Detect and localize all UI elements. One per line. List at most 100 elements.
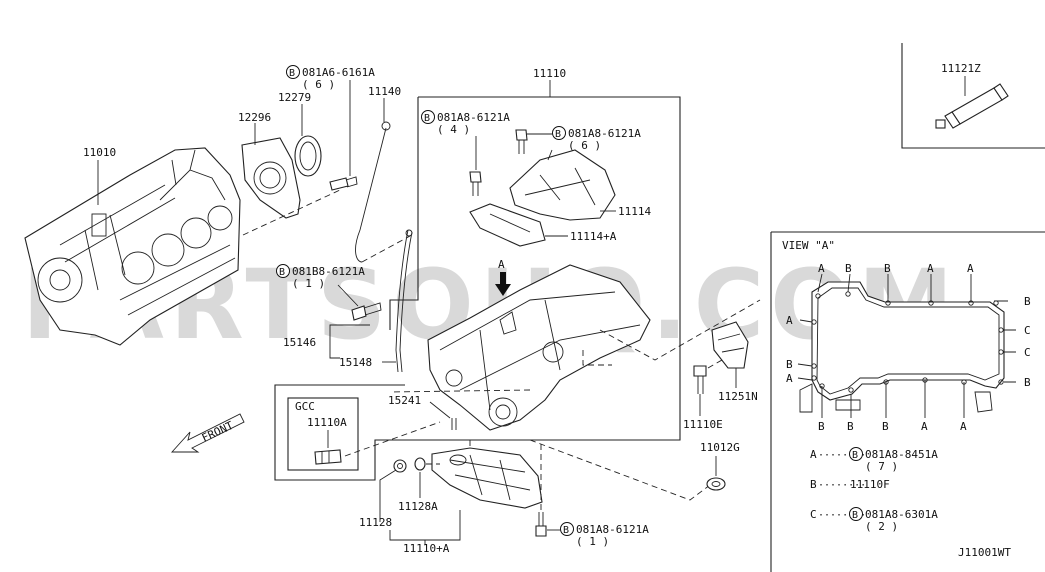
dashline-block-bolts (242, 189, 341, 236)
label-11012g: 11012G (700, 441, 740, 454)
gcc-stud-bolt[interactable] (314, 449, 342, 465)
label-081b8-6121a: 081B8-6121A (292, 265, 365, 278)
qty-081a6-6161a: ( 6 ) (302, 78, 335, 91)
b-marker: B (852, 510, 858, 521)
view-a-label-a: A (927, 262, 934, 275)
label-081a8-6121a-4: 081A8-6121A (437, 111, 510, 124)
oil-pan-upper[interactable] (427, 264, 651, 431)
gcc-label: GCC (295, 400, 315, 413)
bolt-081b8-6121a[interactable] (351, 302, 382, 321)
b-circle-icon (849, 507, 863, 521)
b-circle-icon (849, 447, 863, 461)
oil-pan-assembly-frame (274, 96, 681, 481)
label-11128: 11128 (359, 516, 392, 529)
rear-seal-retainer[interactable] (241, 137, 301, 219)
liquid-gasket-tube[interactable] (935, 83, 1009, 129)
leader-15241 (429, 401, 451, 419)
view-a-label-b: B (847, 420, 854, 433)
label-12296: 12296 (238, 111, 271, 124)
label-15148: 15148 (339, 356, 372, 369)
dashline-pan-lower (469, 439, 711, 501)
b-circle-icon (560, 522, 574, 536)
view-a-label-a: A (786, 372, 793, 385)
oil-level-gauge[interactable] (355, 121, 391, 263)
oil-pan-lower[interactable] (431, 447, 543, 509)
gcc-box (287, 397, 359, 471)
qty-081b8-6121a: ( 1 ) (292, 277, 325, 290)
b-marker: B (424, 113, 430, 124)
legend-key-b: B (810, 478, 817, 491)
view-a-box (770, 231, 1045, 572)
b-marker: B (563, 525, 569, 536)
front-label: FRONT (200, 419, 236, 445)
legend-dots: ········ (818, 480, 866, 491)
view-a-arrow-icon (495, 272, 511, 296)
bolt-081a8-6121a-4[interactable] (469, 171, 482, 196)
qty-081a8-6121a-1: ( 1 ) (576, 535, 609, 548)
label-11110a: 11110A (307, 416, 347, 429)
b-marker: B (852, 450, 858, 461)
view-a-label-a: A (786, 314, 793, 327)
b-circle-icon (286, 65, 300, 79)
dashline-dipstick (361, 235, 411, 263)
drain-plug[interactable] (393, 459, 407, 473)
view-a-label-b: B (845, 262, 852, 275)
legend-dots: ········ (818, 450, 866, 461)
label-11110e: 11110E (683, 418, 723, 431)
legend-qty-a: ( 7 ) (865, 460, 898, 473)
leader-11110plusa (389, 510, 461, 545)
view-a-callout-lines (797, 273, 1016, 418)
legend-part-a: 081A8-8451A (865, 448, 938, 461)
label-11110: 11110 (533, 67, 566, 80)
front-arrow-icon (170, 413, 245, 453)
view-a-label-a: A (921, 420, 928, 433)
legend-dots: ········ (818, 510, 866, 521)
b-circle-icon (552, 126, 566, 140)
label-11128a: 11128A (398, 500, 438, 513)
dashline-pan-view (582, 299, 761, 366)
view-a-label-b: B (884, 262, 891, 275)
qty-081a8-6121a-6: ( 6 ) (568, 139, 601, 152)
dashline-gcc (344, 421, 441, 457)
b-circle-icon (276, 264, 290, 278)
label-11251n: 11251N (718, 390, 758, 403)
oil-level-gauge-guide[interactable] (395, 229, 413, 373)
oil-baffle-plate[interactable] (509, 149, 616, 221)
qty-081a8-6121a-4: ( 4 ) (437, 123, 470, 136)
view-a-label-b: B (1024, 295, 1031, 308)
label-11010: 11010 (83, 146, 116, 159)
sealant-box (901, 43, 1045, 149)
view-a-label-c: C (1024, 324, 1031, 337)
dashline-pan-front (389, 389, 531, 393)
label-11114: 11114 (618, 205, 651, 218)
leader-15146 (329, 324, 370, 359)
label-081a8-6121a-1: 081A8-6121A (576, 523, 649, 536)
label-11140: 11140 (368, 85, 401, 98)
bolt-081a8-6121a-1[interactable] (535, 512, 547, 537)
legend-key-c: C (810, 508, 817, 521)
label-15241: 15241 (388, 394, 421, 407)
oil-baffle-plate-a[interactable] (469, 203, 546, 247)
b-marker: B (289, 68, 295, 79)
dashline-11110e (707, 359, 723, 369)
oil-filter-stud[interactable] (451, 418, 457, 430)
rear-oil-seal[interactable] (294, 135, 322, 177)
drain-plug-washer[interactable] (414, 457, 426, 471)
view-a-label-b: B (1024, 376, 1031, 389)
leader-11128 (379, 469, 397, 522)
label-081a8-6121a-6: 081A8-6121A (568, 127, 641, 140)
bolt-11110e[interactable] (693, 365, 707, 394)
bolt-081a8-6121a-6[interactable] (515, 129, 528, 154)
label-11110plusa: 11110+A (403, 542, 450, 555)
view-a-gasket-outline[interactable] (799, 281, 1005, 413)
washer-11012g[interactable] (706, 477, 726, 491)
view-a-bolt-points (811, 291, 1004, 393)
legend-key-a: A (810, 448, 817, 461)
bolt-081a6-6161a[interactable] (329, 176, 358, 191)
oil-pan-cover-11251n[interactable] (711, 321, 749, 369)
label-15146: 15146 (283, 336, 316, 349)
cylinder-block[interactable] (24, 147, 241, 346)
view-a-label-b: B (818, 420, 825, 433)
view-a-label-b: B (786, 358, 793, 371)
